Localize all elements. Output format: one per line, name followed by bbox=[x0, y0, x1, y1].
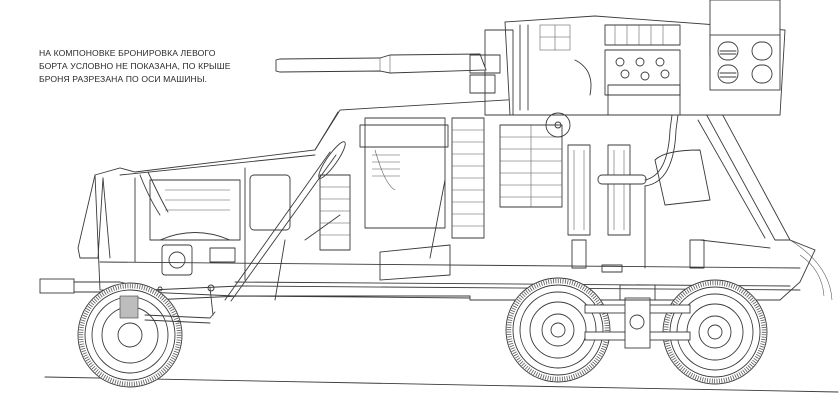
driver-compartment bbox=[224, 117, 563, 302]
drawing-caption: НА КОМПОНОВКЕ БРОНИРОВКА ЛЕВОГО БОРТА УС… bbox=[39, 47, 231, 86]
caption-line-1: НА КОМПОНОВКЕ БРОНИРОВКА ЛЕВОГО bbox=[39, 48, 216, 58]
caption-line-3: БРОНЯ РАЗРЕЗАНА ПО ОСИ МАШИНЫ. bbox=[39, 74, 208, 84]
rear-compartment bbox=[567, 114, 711, 273]
main-gun bbox=[275, 53, 501, 94]
ground-line bbox=[44, 376, 839, 393]
rear-bogie-suspension bbox=[584, 284, 691, 349]
middle-wheel bbox=[505, 277, 611, 383]
front-steering-linkage bbox=[144, 284, 216, 324]
engine bbox=[139, 171, 241, 276]
front-wheel bbox=[77, 282, 183, 388]
caption-line-2: БОРТА УСЛОВНО НЕ ПОКАЗАНА, ПО КРЫШЕ bbox=[39, 61, 231, 71]
turret bbox=[484, 0, 786, 138]
hull bbox=[39, 97, 833, 301]
